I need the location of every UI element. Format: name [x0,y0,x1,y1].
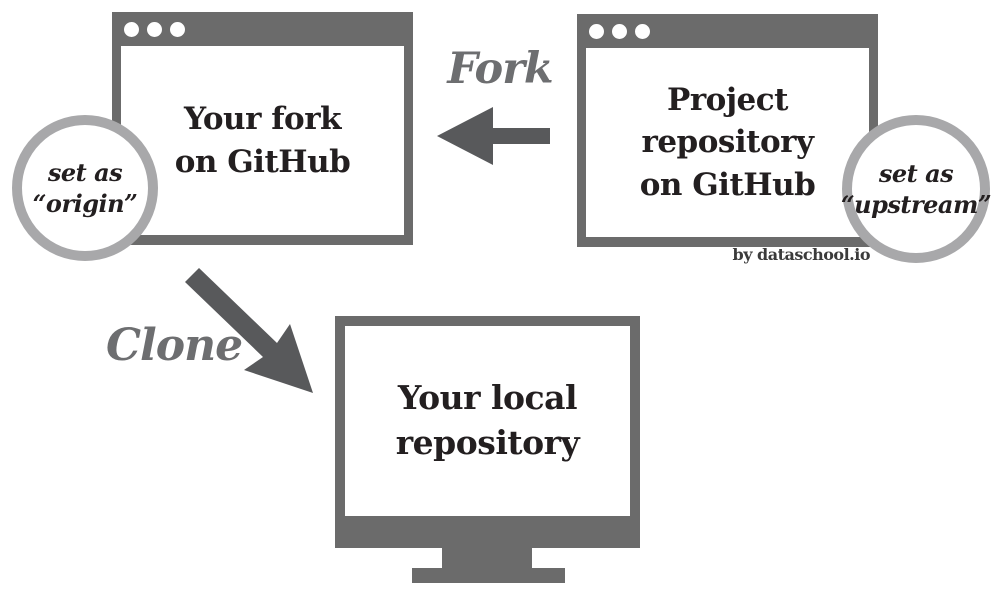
fork-repo-window: Your fork on GitHub [112,12,413,245]
window-content: Project repository on GitHub [586,48,869,237]
window-control-dot-icon [589,23,604,39]
window-control-dot-icon [147,21,162,37]
monitor-base [412,568,565,583]
monitor-screen: Your local repository [345,326,630,516]
origin-badge-label: set as “origin” [32,157,138,218]
window-titlebar [112,12,413,46]
credit-text: by dataschool.io [732,245,871,264]
fork-arrow-icon [437,107,550,165]
fork-repo-label: Your fork on GitHub [174,101,351,180]
window-control-dot-icon [612,23,627,39]
window-control-dot-icon [124,21,139,37]
upstream-badge-label: set as “upstream” [840,158,992,219]
upstream-badge: set as “upstream” [840,115,992,263]
clone-action-label: Clone [106,320,243,371]
project-repo-label: Project repository on GitHub [639,82,816,203]
monitor-neck [442,548,532,568]
origin-badge: set as “origin” [12,115,158,261]
window-control-dot-icon [635,23,650,39]
window-content: Your fork on GitHub [121,46,404,235]
local-repo-label: Your local repository [395,378,580,462]
clone-arrow-icon [185,268,313,393]
local-repo-monitor: Your local repository [335,316,640,548]
project-repo-window: Project repository on GitHub [577,14,878,247]
window-control-dot-icon [170,21,185,37]
window-titlebar [577,14,878,48]
fork-action-label: Fork [447,44,553,94]
